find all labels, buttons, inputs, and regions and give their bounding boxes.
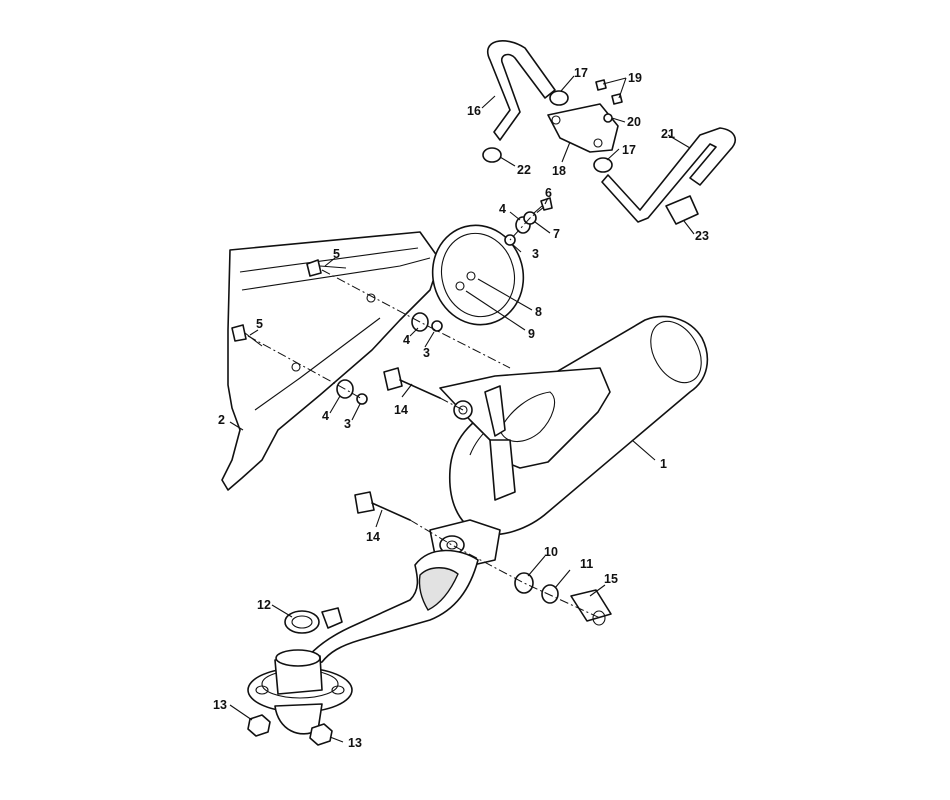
callout-15: 15 [604, 572, 618, 586]
valve-18 [547, 103, 619, 153]
nut-13-left [247, 714, 271, 737]
callout-19: 19 [628, 71, 642, 85]
callout-4-lower: 4 [322, 409, 329, 423]
callout-21: 21 [661, 127, 675, 141]
callout-13-right: 13 [348, 736, 362, 750]
bush-3a [431, 320, 443, 332]
callout-14-upper: 14 [394, 403, 408, 417]
centerline-lower-bolt [247, 335, 363, 400]
callout-14-lower: 14 [366, 530, 380, 544]
callout-16: 16 [467, 104, 481, 118]
centerline-cover-screw [509, 206, 545, 241]
callout-23: 23 [695, 229, 709, 243]
callout-7: 7 [553, 227, 560, 241]
callout-20: 20 [627, 115, 641, 129]
leader-lines [229, 75, 695, 743]
callout-17-lower: 17 [622, 143, 636, 157]
clamp-17-left [549, 90, 569, 106]
screw-6 [533, 197, 553, 214]
washer-20 [603, 113, 613, 123]
callout-17-upper: 17 [574, 66, 588, 80]
clamp-22 [482, 147, 502, 163]
callout-13-left: 13 [213, 698, 227, 712]
centerline-upper-mount [439, 397, 464, 411]
callout-1: 1 [660, 457, 667, 471]
collar-15 [570, 589, 612, 626]
callout-12: 12 [257, 598, 271, 612]
bolts-19 [595, 79, 623, 105]
clamp-17-right [593, 157, 613, 173]
pipe-21 [601, 127, 736, 223]
callout-5-lower: 5 [256, 317, 263, 331]
callout-3-cover: 3 [532, 247, 539, 261]
centerline-upper-bolt [321, 269, 511, 369]
centerline-lower-mount [409, 519, 601, 619]
callout-9: 9 [528, 327, 535, 341]
bush-3b [356, 393, 368, 405]
nut-13-right [309, 723, 333, 746]
callout-10: 10 [544, 545, 558, 559]
callout-2: 2 [218, 413, 225, 427]
bolt-5-upper [306, 259, 347, 277]
bolt-14-lower [354, 491, 411, 521]
muffler-cover [431, 224, 525, 326]
callout-11: 11 [580, 557, 593, 571]
heat-shield [221, 231, 441, 491]
gasket-12 [284, 610, 320, 634]
bushing-11 [541, 584, 559, 604]
hose-16 [487, 40, 556, 141]
cap-23 [665, 195, 699, 225]
callout-4-upper: 4 [403, 333, 410, 347]
callout-3-lower: 3 [344, 417, 351, 431]
bushing-10 [514, 572, 534, 594]
callout-4-cover: 4 [499, 202, 506, 216]
muffler [247, 315, 709, 735]
bolt-14-upper [383, 367, 441, 399]
callout-22: 22 [517, 163, 531, 177]
callout-5-upper: 5 [333, 247, 340, 261]
callout-18: 18 [552, 164, 566, 178]
callout-6: 6 [545, 186, 552, 200]
callout-3-upper: 3 [423, 346, 430, 360]
bolt-5-lower [231, 324, 263, 347]
callout-8: 8 [535, 305, 542, 319]
